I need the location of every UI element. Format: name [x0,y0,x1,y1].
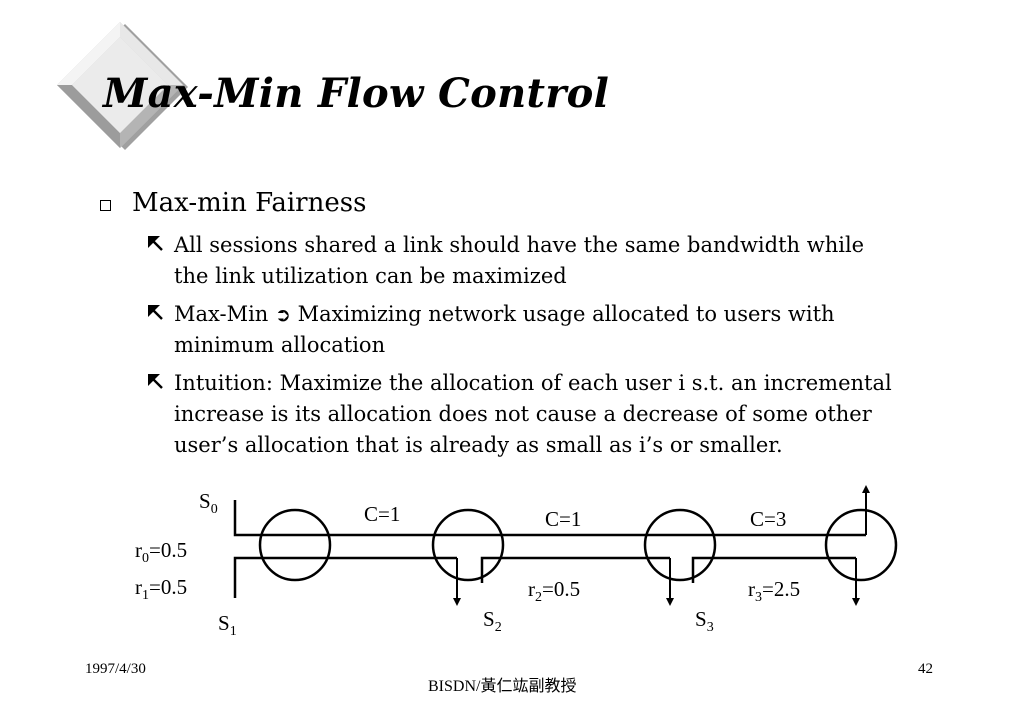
session-label-3: S3 [695,607,714,635]
footer-date: 1997/4/30 [85,661,146,677]
pointer-arrow-icon [148,374,163,389]
link-label-1: C=1 [364,502,400,526]
subpoint-3-line-3: user’s allocation that is already as sma… [174,433,783,457]
node-4 [824,508,898,582]
curved-arrow-icon: ➲ [275,304,291,326]
square-bullet-icon [100,200,111,211]
slide-title: Max-Min Flow Control [103,70,610,117]
node-2 [431,508,505,582]
subpoint-1-line-2: the link utilization can be maximized [174,264,567,288]
subpoint-2-prefix: Max-Min [174,302,276,326]
path-session-0 [233,500,866,537]
link-label-2: C=1 [545,507,581,531]
diamond-icon [57,22,188,150]
path-session-3 [691,556,856,583]
network-diagram: C=1 C=1 C=3 S0 S1 S2 S3 r0=0.5 r1=0.5 r2… [135,485,898,639]
subpoint-1-line-1: All sessions shared a link should have t… [174,233,865,257]
link-label-3: C=3 [750,507,786,531]
path-session-1 [233,556,457,598]
bullet-heading: Max-min Fairness [132,188,367,218]
rate-label-0: r0=0.5 [135,538,187,566]
footer-author: BISDN/黃仁竑副教授 [428,678,577,695]
session-label-0: S0 [199,489,218,517]
page-number: 42 [918,661,933,677]
subpoint-3-line-2: increase is its allocation does not caus… [174,402,872,426]
rate-label-3: r3=2.5 [748,577,800,605]
path-session-2 [480,556,670,583]
pointer-arrow-icon [148,236,163,251]
subpoint-2-suffix: Maximizing network usage allocated to us… [290,302,835,326]
subpoint-3-line-1: Intuition: Maximize the allocation of ea… [174,371,892,395]
rate-label-2: r2=0.5 [528,577,580,605]
subpoint-2-line-2: minimum allocation [174,333,386,357]
subpoint-2-line-1: Max-Min ➲ Maximizing network usage alloc… [174,299,835,331]
session-label-2: S2 [483,607,502,635]
node-1 [258,508,332,582]
session-label-1: S1 [218,611,237,639]
pointer-arrow-icon [148,305,163,320]
rate-label-1: r1=0.5 [135,575,187,603]
node-3 [643,508,717,582]
